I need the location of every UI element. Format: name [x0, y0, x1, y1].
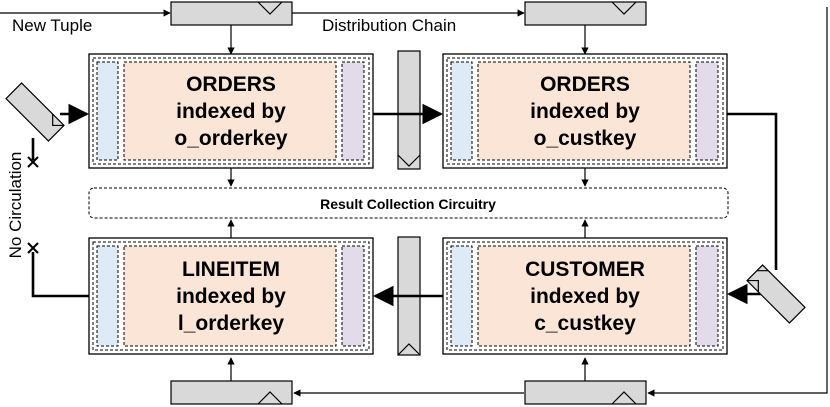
- register-middle-top: [397, 50, 421, 170]
- unit-customer-custkey: CUSTOMER indexed by c_custkey: [442, 237, 728, 355]
- unit-orders-custkey: ORDERS indexed by o_custkey: [442, 53, 728, 169]
- register-bottom-right: [524, 380, 647, 405]
- unit-subtitle: indexed by: [176, 285, 286, 308]
- unit-orders-orderkey: ORDERS indexed by o_orderkey: [88, 53, 374, 169]
- unit-title: ORDERS: [186, 73, 276, 96]
- circulation-path: [31, 103, 778, 307]
- distribution-chain-bottom: [227, 7, 828, 397]
- unit-subtitle: indexed by: [176, 100, 286, 123]
- no-circulation-label: No Circulation: [6, 152, 25, 259]
- distribution-chain-label: Distribution Chain: [322, 16, 456, 35]
- unit-title: ORDERS: [540, 73, 630, 96]
- unit-subtitle: indexed by: [530, 285, 640, 308]
- no-circulation-mark-bottom: [27, 242, 39, 254]
- unit-lineitem-orderkey: LINEITEM indexed by l_orderkey: [88, 237, 374, 355]
- distribution-chain-top: [0, 9, 589, 55]
- register-top-left: [170, 1, 293, 26]
- register-tilted-left: [5, 82, 65, 142]
- unit-subtitle: indexed by: [530, 100, 640, 123]
- no-circulation-mark-top: [27, 156, 39, 168]
- result-collection-box: Result Collection Circuitry: [88, 187, 729, 219]
- new-tuple-label: New Tuple: [12, 16, 92, 35]
- unit-key: o_custkey: [534, 127, 637, 150]
- unit-key: l_orderkey: [178, 312, 285, 335]
- unit-title: CUSTOMER: [525, 258, 645, 281]
- unit-key: o_orderkey: [174, 127, 288, 150]
- result-collection-label: Result Collection Circuitry: [320, 196, 496, 212]
- register-bottom-left: [170, 380, 293, 405]
- unit-key: c_custkey: [534, 312, 636, 335]
- register-tilted-right: [746, 264, 806, 324]
- unit-title: LINEITEM: [182, 258, 280, 281]
- register-top-right: [524, 1, 647, 26]
- result-arrows: [227, 168, 589, 238]
